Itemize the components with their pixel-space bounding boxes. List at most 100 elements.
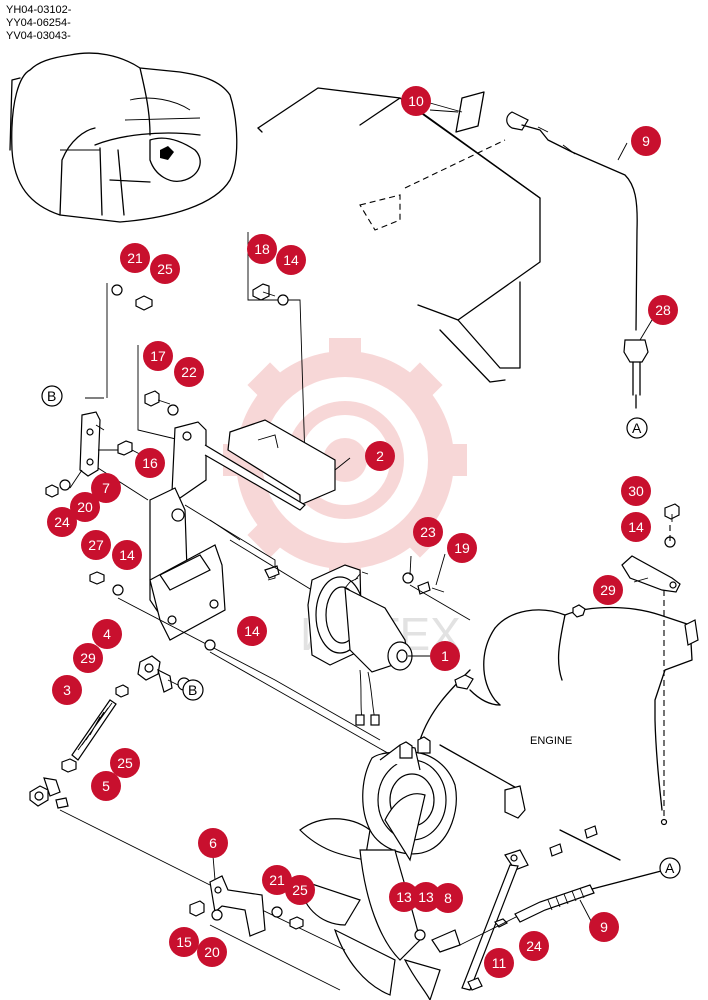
callout-3: 3 bbox=[52, 675, 82, 705]
svg-text:23: 23 bbox=[420, 524, 436, 540]
callout-2: 2 bbox=[365, 441, 395, 471]
svg-text:1: 1 bbox=[441, 648, 449, 664]
callout-25: 25 bbox=[285, 875, 315, 905]
callout-14: 14 bbox=[237, 616, 267, 646]
svg-text:25: 25 bbox=[117, 755, 133, 771]
svg-text:5: 5 bbox=[102, 778, 110, 794]
callout-23: 23 bbox=[413, 517, 443, 547]
svg-text:3: 3 bbox=[63, 682, 71, 698]
callout-11: 11 bbox=[484, 948, 514, 978]
callout-15: 15 bbox=[169, 927, 199, 957]
svg-text:25: 25 bbox=[292, 882, 308, 898]
callout-20: 20 bbox=[70, 492, 100, 522]
callout-25: 25 bbox=[110, 748, 140, 778]
svg-text:10: 10 bbox=[408, 93, 424, 109]
callout-22: 22 bbox=[174, 357, 204, 387]
bolt-leaders-upper bbox=[85, 232, 306, 461]
idler-bracket-lower bbox=[189, 875, 341, 991]
callout-30: 30 bbox=[621, 476, 651, 506]
reference-marker-a-upper: A bbox=[626, 417, 648, 439]
svg-text:14: 14 bbox=[119, 547, 135, 563]
callout-18: 18 bbox=[247, 234, 277, 264]
svg-text:8: 8 bbox=[444, 890, 452, 906]
throttle-linkage-lower bbox=[414, 849, 529, 991]
callout-21: 21 bbox=[262, 865, 292, 895]
callout-13-back: 13 bbox=[389, 882, 419, 912]
callout-5: 5 bbox=[91, 771, 121, 801]
svg-text:17: 17 bbox=[150, 348, 166, 364]
svg-text:29: 29 bbox=[600, 582, 616, 598]
svg-text:9: 9 bbox=[642, 133, 650, 149]
bracket-b-left bbox=[45, 411, 156, 501]
compressor-bracket-assembly bbox=[149, 419, 336, 641]
control-cable-upper bbox=[506, 111, 649, 409]
svg-text:21: 21 bbox=[127, 250, 143, 266]
machine-overview-sketch bbox=[9, 52, 238, 223]
callout-29: 29 bbox=[593, 575, 623, 605]
callout-27: 27 bbox=[81, 530, 111, 560]
svg-text:A: A bbox=[665, 860, 675, 876]
reference-marker-a-lower: A bbox=[659, 857, 681, 879]
callout-10: 10 bbox=[401, 86, 431, 116]
svg-text:24: 24 bbox=[526, 938, 542, 954]
control-cable-lower bbox=[514, 869, 666, 923]
callout-9: 9 bbox=[589, 912, 619, 942]
svg-text:13: 13 bbox=[418, 889, 434, 905]
callout-14: 14 bbox=[621, 512, 651, 542]
svg-text:19: 19 bbox=[454, 540, 470, 556]
svg-text:6: 6 bbox=[209, 835, 217, 851]
engine-label: ENGINE bbox=[530, 735, 572, 747]
callout-28: 28 bbox=[648, 295, 678, 325]
callout-29: 29 bbox=[73, 643, 103, 673]
svg-text:20: 20 bbox=[204, 944, 220, 960]
callout-19: 19 bbox=[447, 533, 477, 563]
serial-number: YH04-03102- bbox=[6, 4, 72, 16]
svg-text:14: 14 bbox=[244, 623, 260, 639]
reference-marker-b-upper: B bbox=[41, 385, 63, 407]
svg-text:4: 4 bbox=[103, 626, 111, 642]
callout-14: 14 bbox=[112, 540, 142, 570]
callout-21: 21 bbox=[120, 243, 150, 273]
serial-number: YY04-06254- bbox=[6, 17, 71, 29]
callout-9: 9 bbox=[631, 126, 661, 156]
svg-text:28: 28 bbox=[655, 302, 671, 318]
callout-7: 7 bbox=[91, 473, 121, 503]
svg-text:30: 30 bbox=[628, 483, 644, 499]
svg-text:16: 16 bbox=[142, 455, 158, 471]
washers-left bbox=[89, 571, 401, 761]
callout-6: 6 bbox=[198, 828, 228, 858]
engine-fan-pulley bbox=[299, 736, 457, 1000]
svg-text:11: 11 bbox=[492, 955, 507, 971]
callout-1: 1 bbox=[430, 641, 460, 671]
svg-text:14: 14 bbox=[628, 519, 644, 535]
engine-outline bbox=[419, 580, 699, 861]
serial-number: YV04-03043- bbox=[6, 30, 71, 42]
callout-17: 17 bbox=[143, 341, 173, 371]
callout-8: 8 bbox=[433, 883, 463, 913]
svg-text:27: 27 bbox=[88, 537, 104, 553]
tension-adjust-linkage bbox=[29, 655, 346, 951]
cable-clamp-right bbox=[621, 503, 681, 593]
svg-text:15: 15 bbox=[176, 934, 192, 950]
svg-text:B: B bbox=[47, 388, 56, 404]
svg-text:20: 20 bbox=[77, 499, 93, 515]
callout-4: 4 bbox=[92, 619, 122, 649]
svg-text:B: B bbox=[188, 682, 197, 698]
air-conditioner-compressor bbox=[229, 539, 471, 726]
callout-24: 24 bbox=[519, 931, 549, 961]
serial-number-header: YH04-03102- YY04-06254- YV04-03043- bbox=[6, 4, 71, 43]
svg-text:7: 7 bbox=[102, 480, 110, 496]
reference-marker-b-lower: B bbox=[182, 679, 204, 701]
svg-text:A: A bbox=[632, 420, 642, 436]
callout-25: 25 bbox=[150, 254, 180, 284]
callout-24: 24 bbox=[47, 507, 77, 537]
svg-text:18: 18 bbox=[254, 241, 270, 257]
svg-text:25: 25 bbox=[157, 261, 173, 277]
svg-text:29: 29 bbox=[80, 650, 96, 666]
svg-text:21: 21 bbox=[269, 872, 285, 888]
svg-text:14: 14 bbox=[283, 252, 299, 268]
callout-14: 14 bbox=[276, 245, 306, 275]
callout-20: 20 bbox=[197, 937, 227, 967]
